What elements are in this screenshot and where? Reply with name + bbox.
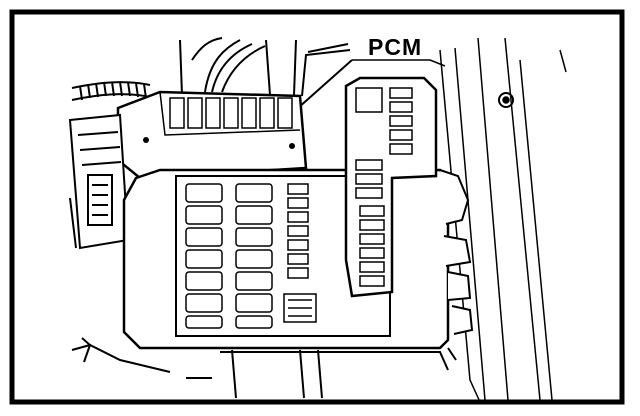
relay-block [344, 76, 438, 298]
wiring-harness [179, 37, 351, 97]
fuse-box [122, 168, 450, 350]
pcm-label: PCM [368, 34, 422, 60]
pcm-leader-line [297, 59, 353, 109]
left-bracket [68, 113, 130, 250]
bolt-icon [498, 92, 514, 108]
pcm-module [116, 90, 308, 180]
harness-convolute [71, 81, 151, 101]
body-panel-lines [439, 37, 567, 403]
lower-wires [71, 337, 457, 399]
right-latch [439, 169, 474, 335]
figure-border [9, 9, 625, 405]
